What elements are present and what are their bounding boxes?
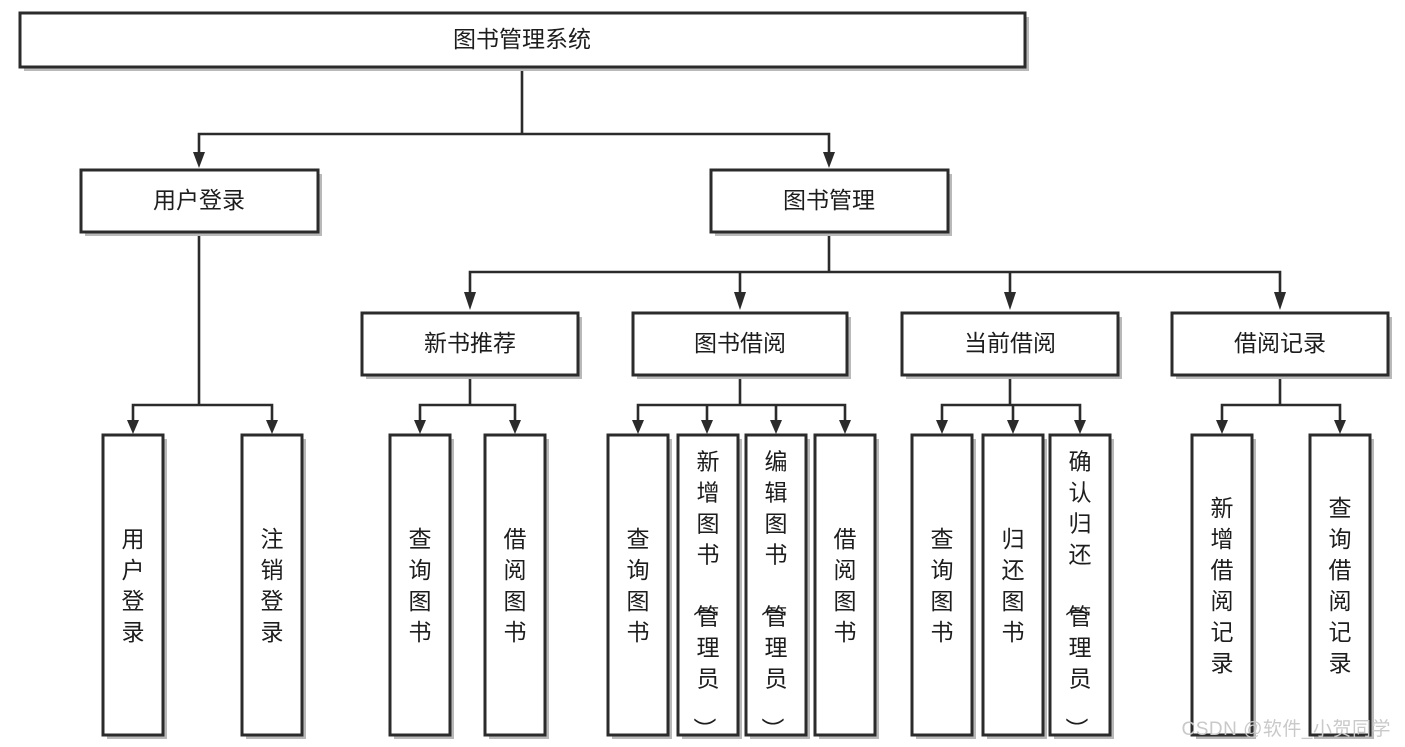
current-borrow-box [900, 311, 1120, 377]
connector-newbook-bus [418, 373, 517, 422]
root-box [18, 11, 1027, 69]
leaf-user-login-label: 用户登录 [122, 526, 145, 645]
leaf-borrow-book-1-label: 借阅图书 [504, 526, 527, 645]
arrow-to-leaf-return-book [1007, 420, 1019, 434]
leaf-query-book-2-label: 查询图书 [627, 526, 650, 645]
node-book-manage[interactable]: 图书管理 [709, 168, 952, 236]
root-label: 图书管理系统 [453, 26, 591, 52]
leaf-query-record-box [1308, 433, 1372, 737]
leaf-return-book-label: 归还图书 [1002, 526, 1025, 645]
arrow-to-borrow-record [1274, 292, 1286, 310]
leaf-edit-book-label: 编辑图书（管理员） [760, 449, 788, 741]
arrow-to-leaf-add-record [1216, 420, 1228, 434]
arrow-to-new-book-recommend [464, 292, 476, 310]
node-leaf-query-book-1[interactable]: 查询图书 [388, 433, 454, 739]
leaf-borrow-book-2-box [813, 433, 877, 737]
node-borrow-record[interactable]: 借阅记录 [1170, 311, 1392, 379]
book-manage-label: 图书管理 [783, 187, 875, 213]
node-leaf-add-record[interactable]: 新增借阅记录 [1190, 433, 1256, 739]
leaf-query-book-1-label: 查询图书 [409, 526, 432, 645]
node-leaf-confirm-return[interactable]: 确认归还（管理员） [1048, 433, 1114, 741]
leaf-layer: 用户登录 注销登录 查询图书 借阅图书 查询图书 新增图书（管理员） 编辑图书（管理员） 借阅… [101, 433, 1374, 741]
node-leaf-borrow-book-1[interactable]: 借阅图书 [483, 433, 549, 739]
arrow-to-leaf-confirm-return [1074, 420, 1086, 434]
connector-bookborrow-bus [636, 373, 847, 422]
node-book-borrow[interactable]: 图书借阅 [631, 311, 851, 379]
arrow-to-leaf-query-record [1334, 420, 1346, 434]
node-leaf-query-book-2[interactable]: 查询图书 [606, 433, 672, 739]
connector-currentborrow-bus [940, 373, 1082, 422]
arrow-to-leaf-borrow-book-2 [839, 420, 851, 434]
leaf-query-book-3-label: 查询图书 [931, 526, 954, 645]
connector-userlogin-bus [131, 230, 274, 422]
leaf-query-record-label: 查询借阅记录 [1329, 495, 1352, 676]
watermark: CSDN @软件_小贺同学 [1181, 719, 1391, 740]
connector-layer [127, 65, 1346, 434]
node-root[interactable]: 图书管理系统 [18, 11, 1029, 71]
arrow-to-leaf-query-book-1 [414, 420, 426, 434]
node-leaf-query-book-3[interactable]: 查询图书 [910, 433, 976, 739]
arrow-to-leaf-user-login [127, 420, 139, 434]
book-borrow-label: 图书借阅 [694, 330, 786, 356]
leaf-add-book-box [676, 433, 740, 737]
leaf-query-book-1-box [388, 433, 452, 737]
arrow-to-current-borrow [1004, 292, 1016, 310]
arrow-to-leaf-query-book-3 [936, 420, 948, 434]
leaf-confirm-return-box [1048, 433, 1112, 737]
node-current-borrow[interactable]: 当前借阅 [900, 311, 1122, 379]
arrow-to-leaf-add-book [701, 420, 713, 434]
node-leaf-add-book[interactable]: 新增图书（管理员） [676, 433, 742, 741]
leaf-user-login-box [101, 433, 165, 737]
node-new-book-recommend[interactable]: 新书推荐 [360, 311, 582, 379]
leaf-borrow-book-1-box [483, 433, 547, 737]
new-book-recommend-label: 新书推荐 [424, 330, 516, 356]
node-leaf-query-record[interactable]: 查询借阅记录 [1308, 433, 1374, 739]
leaf-return-book-box [981, 433, 1045, 737]
arrow-to-leaf-user-logout [266, 420, 278, 434]
borrow-record-label: 借阅记录 [1234, 330, 1326, 356]
leaf-query-book-3-box [910, 433, 974, 737]
arrow-to-book-manage [823, 152, 835, 168]
leaf-user-logout-label: 注销登录 [261, 526, 284, 645]
new-book-recommend-box [360, 311, 580, 377]
node-leaf-borrow-book-2[interactable]: 借阅图书 [813, 433, 879, 739]
leaf-add-record-label: 新增借阅记录 [1211, 495, 1234, 676]
leaf-edit-book-box [744, 433, 808, 737]
book-borrow-box [631, 311, 849, 377]
node-leaf-user-login[interactable]: 用户登录 [101, 433, 167, 739]
node-leaf-return-book[interactable]: 归还图书 [981, 433, 1047, 739]
leaf-query-book-2-box [606, 433, 670, 737]
arrow-to-leaf-query-book-2 [632, 420, 644, 434]
book-manage-box [709, 168, 950, 234]
connector-bookmanage-bus [468, 230, 1282, 294]
leaf-add-book-label: 新增图书（管理员） [692, 449, 720, 741]
current-borrow-label: 当前借阅 [964, 330, 1056, 356]
leaf-user-logout-box [240, 433, 304, 737]
borrow-record-box [1170, 311, 1390, 377]
arrow-to-leaf-edit-book [770, 420, 782, 434]
leaf-add-record-box [1190, 433, 1254, 737]
connector-root-bus [197, 65, 831, 154]
node-user-login[interactable]: 用户登录 [79, 168, 322, 236]
leaf-confirm-return-label: 确认归还（管理员） [1064, 449, 1092, 741]
node-leaf-edit-book[interactable]: 编辑图书（管理员） [744, 433, 810, 741]
user-login-box [79, 168, 320, 234]
arrow-to-leaf-borrow-book-1 [509, 420, 521, 434]
connector-borrowrecord-bus [1220, 373, 1342, 422]
arrow-to-book-borrow [734, 292, 746, 310]
node-leaf-user-logout[interactable]: 注销登录 [240, 433, 306, 739]
leaf-borrow-book-2-label: 借阅图书 [834, 526, 857, 645]
arrow-to-user-login [193, 152, 205, 168]
user-login-label: 用户登录 [153, 187, 245, 213]
